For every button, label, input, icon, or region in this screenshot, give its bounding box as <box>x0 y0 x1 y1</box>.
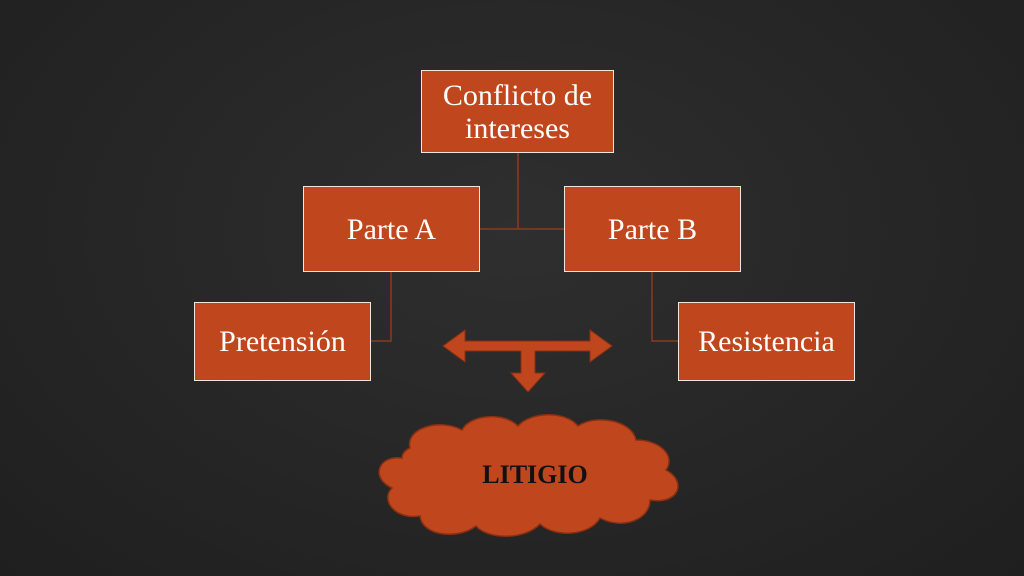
connector-parte-a-pretension <box>371 272 392 342</box>
node-resistencia-label: Resistencia <box>698 325 835 358</box>
node-pretension: Pretensión <box>194 302 371 381</box>
node-litigio-label: LITIGIO <box>482 460 588 489</box>
connector-parte-b-resistencia <box>651 272 678 342</box>
node-parte-a: Parte A <box>303 186 480 272</box>
node-resistencia: Resistencia <box>678 302 855 381</box>
node-pretension-label: Pretensión <box>219 325 346 358</box>
node-parte-b-label: Parte B <box>607 212 698 246</box>
node-conflicto-de-intereses: Conflicto de intereses <box>421 70 614 153</box>
cloud-shape <box>378 414 679 537</box>
connectors <box>371 153 678 342</box>
node-conflicto-line1: Conflicto de <box>442 78 593 112</box>
node-conflicto-text: Conflicto de intereses <box>443 79 592 145</box>
node-parte-b: Parte B <box>564 186 741 272</box>
interaction-arrow-icon <box>442 329 613 393</box>
node-conflicto-line2: intereses <box>465 111 570 145</box>
node-parte-a-label: Parte A <box>346 212 437 246</box>
